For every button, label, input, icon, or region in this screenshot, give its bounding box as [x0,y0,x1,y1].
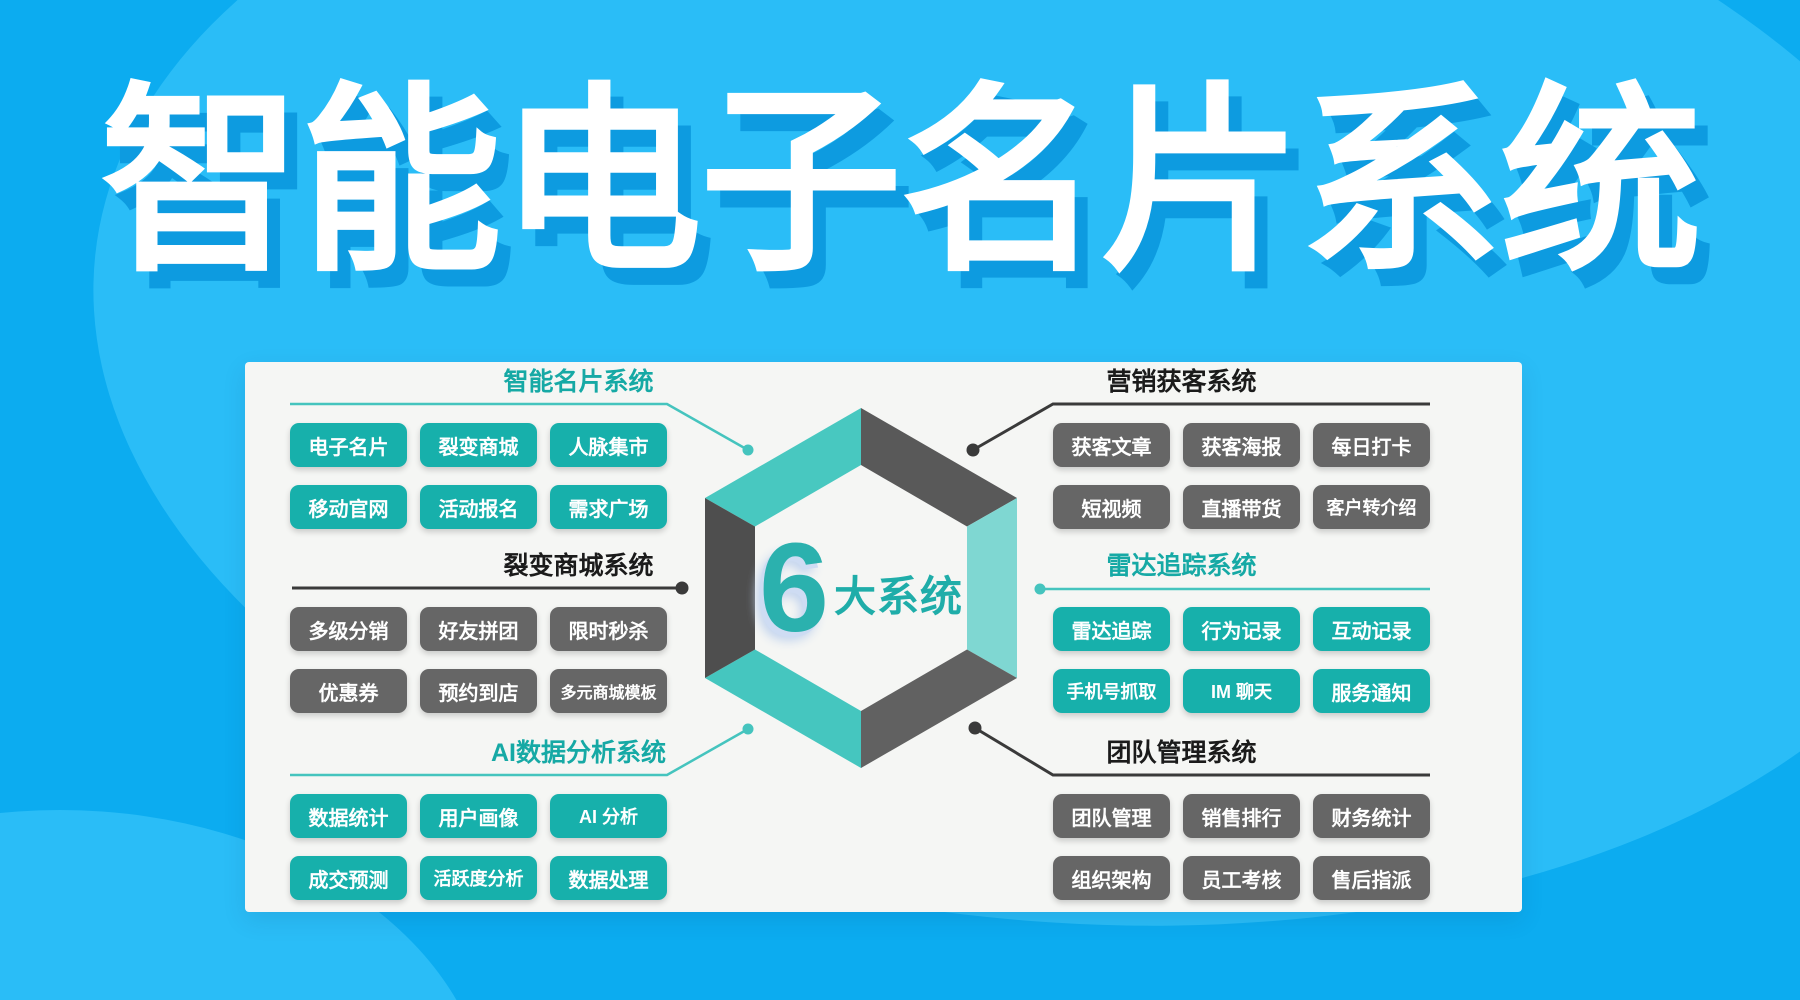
group-fission-mall: 裂变商城系统 多级分销 好友拼团 限时秒杀 优惠券 预约到店 多元商城模板 [290,548,667,713]
group-team: 团队管理系统 团队管理 销售排行 财务统计 组织架构 员工考核 售后指派 [1053,735,1430,900]
feature-tag: 互动记录 [1313,607,1430,651]
feature-tag: 活跃度分析 [420,856,537,900]
feature-tag: AI 分析 [550,794,667,838]
tag-grid: 多级分销 好友拼团 限时秒杀 优惠券 预约到店 多元商城模板 [290,607,667,713]
systems-card: 6 大系统 智能名片系统 电子名片 裂变商城 人脉集市 移动官网 活动报名 需求… [245,362,1522,912]
hex-segment-bottom-left [705,649,861,768]
feature-tag: 组织架构 [1053,856,1170,900]
group-title: 雷达追踪系统 [1106,552,1257,580]
feature-tag: 活动报名 [420,485,537,529]
feature-tag: 雷达追踪 [1053,607,1170,651]
feature-tag: 好友拼团 [420,607,537,651]
feature-tag: 优惠券 [290,669,407,713]
feature-tag: 需求广场 [550,485,667,529]
hex-segment-left [705,498,755,678]
feature-tag: 售后指派 [1313,856,1430,900]
page-title: 智能电子名片系统 [100,69,1702,295]
center-number: 6 [758,517,830,659]
connector-top-right [972,402,1430,452]
feature-tag: 服务通知 [1313,669,1430,713]
feature-tag: 多级分销 [290,607,407,651]
feature-tag: 获客海报 [1183,423,1300,467]
feature-tag: 人脉集市 [550,423,667,467]
connector-dot-bottom-left [742,723,754,735]
hex-segment-right [967,498,1017,678]
connector-dot-top-right [966,443,980,457]
group-radar: 雷达追踪系统 雷达追踪 行为记录 互动记录 手机号抓取 IM 聊天 服务通知 [1053,548,1430,713]
feature-tag: 电子名片 [290,423,407,467]
group-title: 智能名片系统 [503,368,654,396]
hexagon-ring [705,408,1017,768]
hex-segment-bottom-right [861,649,1017,768]
connector-dot-top-left [742,444,754,456]
connector-dot-mid-left [675,581,689,595]
feature-tag: 客户转介绍 [1313,485,1430,529]
feature-tag: 直播带货 [1183,485,1300,529]
feature-tag: 移动官网 [290,485,407,529]
feature-tag: 成交预测 [290,856,407,900]
feature-tag: 行为记录 [1183,607,1300,651]
group-marketing: 营销获客系统 获客文章 获客海报 每日打卡 短视频 直播带货 客户转介绍 [1053,364,1430,529]
feature-tag: 每日打卡 [1313,423,1430,467]
feature-tag: 用户画像 [420,794,537,838]
feature-tag: 限时秒杀 [550,607,667,651]
connector-bottom-right [974,726,1430,777]
connector-top-left [290,402,749,452]
feature-tag: 短视频 [1053,485,1170,529]
tag-grid: 雷达追踪 行为记录 互动记录 手机号抓取 IM 聊天 服务通知 [1053,607,1430,713]
connector-lines [290,402,1430,777]
feature-tag: 数据统计 [290,794,407,838]
feature-tag: IM 聊天 [1183,669,1300,713]
group-ai-analytics: AI数据分析系统 数据统计 用户画像 AI 分析 成交预测 活跃度分析 数据处理 [290,735,667,900]
hex-segment-top-right [861,408,1017,527]
feature-tag: 团队管理 [1053,794,1170,838]
feature-tag: 数据处理 [550,856,667,900]
tag-grid: 电子名片 裂变商城 人脉集市 移动官网 活动报名 需求广场 [290,423,667,529]
group-title: 营销获客系统 [1106,368,1257,396]
feature-tag: 销售排行 [1183,794,1300,838]
group-title: 裂变商城系统 [503,552,654,580]
tag-grid: 获客文章 获客海报 每日打卡 短视频 直播带货 客户转介绍 [1053,423,1430,529]
feature-tag: 手机号抓取 [1053,669,1170,713]
hex-segment-top-left [705,408,861,527]
group-smart-card: 智能名片系统 电子名片 裂变商城 人脉集市 移动官网 活动报名 需求广场 [290,364,667,529]
feature-tag: 裂变商城 [420,423,537,467]
feature-tag: 员工考核 [1183,856,1300,900]
group-title: 团队管理系统 [1106,739,1257,767]
feature-tag: 预约到店 [420,669,537,713]
tag-grid: 数据统计 用户画像 AI 分析 成交预测 活跃度分析 数据处理 [290,794,667,900]
feature-tag: 财务统计 [1313,794,1430,838]
feature-tag: 获客文章 [1053,423,1170,467]
feature-tag: 多元商城模板 [550,669,667,713]
tag-grid: 团队管理 销售排行 财务统计 组织架构 员工考核 售后指派 [1053,794,1430,900]
center-text: 大系统 [834,572,964,620]
connector-dot-bottom-right [968,721,982,735]
group-title: AI数据分析系统 [490,739,666,767]
connector-dot-mid-right [1034,583,1046,595]
center-label: 6 大系统 [691,398,1031,778]
connector-bottom-left [290,727,749,777]
